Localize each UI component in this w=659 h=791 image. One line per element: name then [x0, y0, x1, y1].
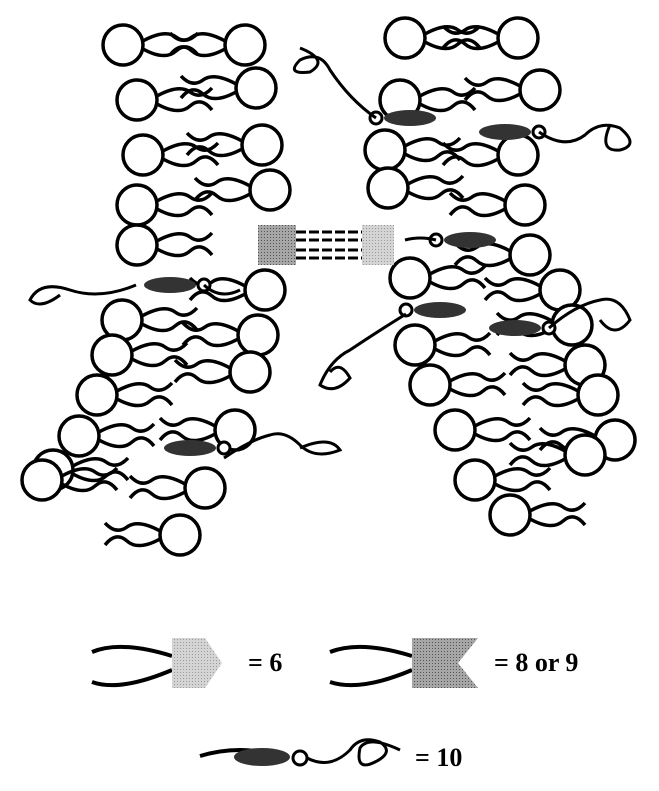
lipid-left-outer	[77, 375, 172, 415]
lipid-left-outer	[117, 185, 212, 225]
lipid-left-inner	[175, 352, 270, 392]
legend-label-6: = 6	[248, 650, 282, 676]
legend-label-10: = 10	[415, 745, 462, 771]
lipid-right-inner	[490, 495, 585, 535]
special-lipid-mid-left	[30, 277, 240, 304]
lipid-left-inner	[105, 515, 200, 555]
lipid-right-inner	[455, 460, 550, 500]
lipid-right-inner	[395, 325, 490, 365]
lipid-right-inner	[435, 410, 530, 450]
legend-label-8or9: = 8 or 9	[494, 650, 578, 676]
lipid-right-inner	[385, 18, 480, 58]
lipid-right-inner	[368, 168, 463, 208]
lipid-left-inner	[183, 315, 278, 355]
lipid-left-inner	[195, 170, 290, 210]
lipid-left-outer	[59, 416, 154, 456]
lipid-left-inner	[170, 25, 265, 65]
lipid-left-outer	[103, 25, 198, 65]
special-lipid-mid-right	[405, 232, 496, 248]
lipid-right-inner	[410, 365, 505, 405]
lipid-right-outer	[450, 185, 545, 225]
legend-icon-8or9	[330, 638, 478, 688]
left-outer-leaflet	[22, 25, 218, 500]
legend-icon-6	[92, 638, 222, 688]
lipid-right-outer	[443, 18, 538, 58]
lipid-right-inner	[390, 258, 485, 298]
bridging-lipid	[258, 225, 394, 265]
lipid-left-outer	[117, 80, 212, 120]
lipid-left-inner	[130, 468, 225, 508]
lipid-right-outer	[465, 70, 560, 110]
lipid-left-outer	[117, 225, 212, 265]
legend-icon-10	[200, 740, 400, 766]
lipid-left-outer	[92, 335, 187, 375]
